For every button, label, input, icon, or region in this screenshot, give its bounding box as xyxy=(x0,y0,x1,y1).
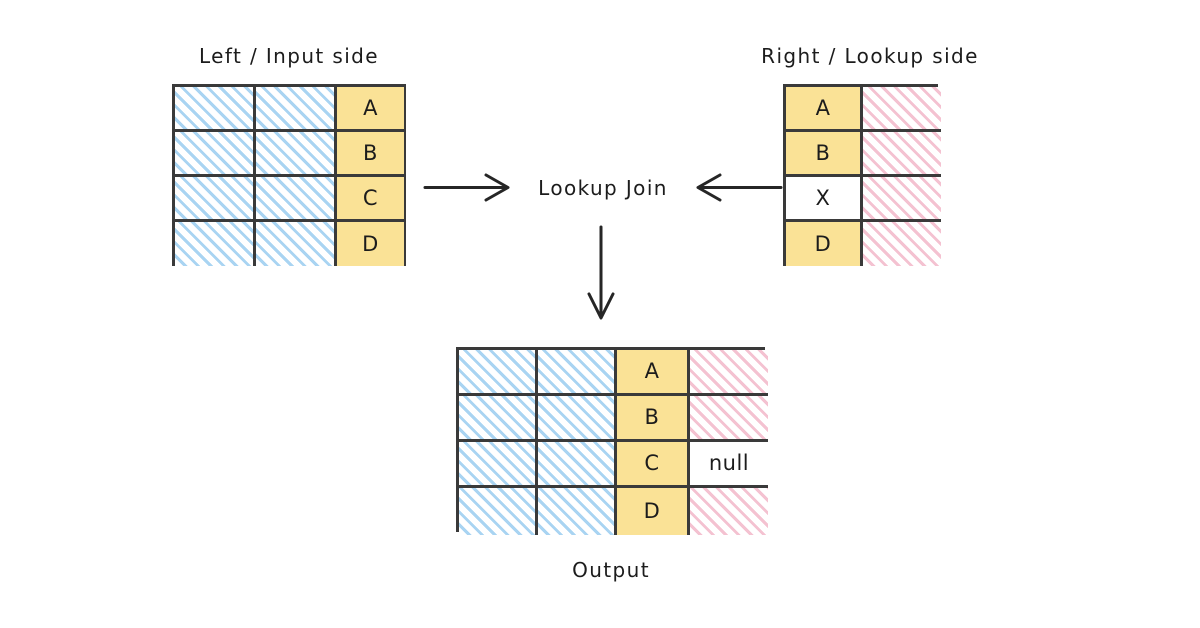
output-cell-r3c3: C xyxy=(617,442,690,488)
right-key-x: X xyxy=(815,185,831,210)
right-cell-r3c2 xyxy=(863,177,941,222)
output-cell-r1c2 xyxy=(538,350,617,396)
output-cell-r2c2 xyxy=(538,396,617,442)
right-cell-r1c2 xyxy=(863,87,941,132)
output-cell-r4c2 xyxy=(538,488,617,535)
arrow-right-to-join xyxy=(696,173,783,202)
right-cell-r2c2 xyxy=(863,132,941,177)
left-cell-r1c1 xyxy=(175,87,256,132)
arrow-left-to-join xyxy=(423,173,510,202)
output-null-value: null xyxy=(708,451,750,475)
output-cell-r3c1 xyxy=(459,442,538,488)
output-cell-r1c1 xyxy=(459,350,538,396)
right-cell-r4c1: D xyxy=(786,222,863,266)
output-cell-r2c3: B xyxy=(617,396,690,442)
output-table-title: Output xyxy=(572,558,650,582)
left-input-table: A B C D xyxy=(172,84,406,266)
right-cell-r2c1: B xyxy=(786,132,863,177)
output-cell-r4c1 xyxy=(459,488,538,535)
left-cell-r3c3: C xyxy=(337,177,404,222)
right-key-a: A xyxy=(815,95,831,120)
left-key-c: C xyxy=(362,185,379,210)
left-table-title: Left / Input side xyxy=(198,44,379,68)
arrow-join-to-output xyxy=(587,225,615,320)
left-cell-r2c3: B xyxy=(337,132,404,177)
right-cell-r4c2 xyxy=(863,222,941,266)
left-cell-r1c3: A xyxy=(337,87,404,132)
right-cell-r1c1: A xyxy=(786,87,863,132)
left-key-d: D xyxy=(362,231,379,256)
left-cell-r3c1 xyxy=(175,177,256,222)
left-key-b: B xyxy=(363,140,378,165)
left-cell-r4c2 xyxy=(256,222,337,266)
output-cell-r4c3: D xyxy=(617,488,690,535)
output-cell-r1c3: A xyxy=(617,350,690,396)
left-key-a: A xyxy=(363,95,378,120)
right-lookup-table: A B X D xyxy=(783,84,941,266)
output-key-d: D xyxy=(643,499,661,523)
right-table-title: Right / Lookup side xyxy=(761,44,979,68)
output-table: A B C null D xyxy=(456,347,768,535)
output-cell-r3c2 xyxy=(538,442,617,488)
lookup-join-label: Lookup Join xyxy=(538,176,668,200)
output-cell-r3c4-null: null xyxy=(690,442,768,488)
left-cell-r1c2 xyxy=(256,87,337,132)
left-cell-r4c1 xyxy=(175,222,256,266)
right-cell-r3c1: X xyxy=(786,177,863,222)
output-cell-r1c4 xyxy=(690,350,768,396)
output-cell-r2c1 xyxy=(459,396,538,442)
output-key-a: A xyxy=(644,359,660,383)
output-cell-r4c4 xyxy=(690,488,768,535)
left-cell-r2c2 xyxy=(256,132,337,177)
right-key-d: D xyxy=(814,231,832,256)
left-cell-r4c3: D xyxy=(337,222,404,266)
left-cell-r2c1 xyxy=(175,132,256,177)
output-key-c: C xyxy=(644,451,660,475)
output-key-b: B xyxy=(644,405,660,429)
right-key-b: B xyxy=(815,140,831,165)
left-cell-r3c2 xyxy=(256,177,337,222)
output-cell-r2c4 xyxy=(690,396,768,442)
